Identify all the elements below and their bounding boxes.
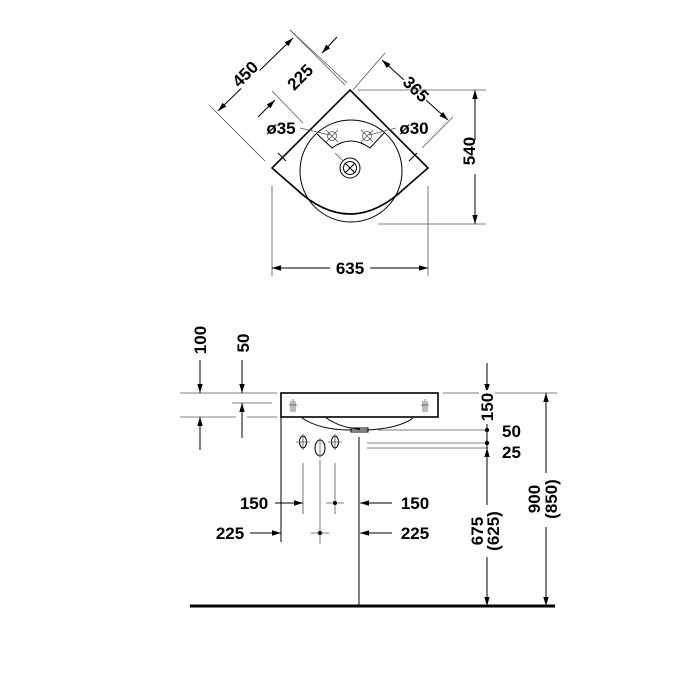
dimension-150-row: 150 150 <box>240 494 429 513</box>
bowl-underside <box>301 417 414 431</box>
dim-label: (850) <box>542 479 561 519</box>
dim-label: 50 <box>234 334 253 353</box>
dim-label: 100 <box>191 326 210 354</box>
tap-symbol-left-icon <box>289 399 297 412</box>
dimension-225-row: 225 225 <box>216 524 429 543</box>
front-view: 100 50 150 150 225 225 150 <box>180 326 563 608</box>
tap-hole-left-icon <box>325 129 339 143</box>
top-view: 450 225 365 540 635 <box>209 29 486 278</box>
bowl-outline <box>299 119 403 223</box>
dim-label: 150 <box>478 393 497 421</box>
dimension-100: 100 <box>191 326 210 450</box>
water-inlet-right-icon <box>328 434 342 450</box>
basin-outline <box>270 88 430 215</box>
dim-label: 900 <box>525 485 544 513</box>
dim-label: 635 <box>336 259 364 278</box>
dim-label: 540 <box>460 137 479 165</box>
tap-symbol-right-icon <box>421 399 429 412</box>
dim-label: 150 <box>401 494 429 513</box>
dimension-635: 635 <box>271 186 429 278</box>
drain-outlet <box>350 427 369 433</box>
dim-label: 225 <box>216 524 244 543</box>
dimension-540: 540 <box>358 89 486 225</box>
dim-label: 25 <box>502 443 521 462</box>
dim-label: 150 <box>240 494 268 513</box>
dim-label: 450 <box>229 58 262 91</box>
dim-label: ø30 <box>399 119 428 138</box>
dim-label: 50 <box>502 422 521 441</box>
dimension-900: 900 (850) <box>525 393 563 606</box>
deck-ticks <box>277 152 418 162</box>
hole-label-left: ø35 <box>266 119 331 138</box>
hole-label-right: ø30 <box>368 119 429 138</box>
deck-notch <box>315 132 385 149</box>
dimension-150-top: 150 50 25 <box>478 363 521 462</box>
drain-icon <box>334 152 361 179</box>
dimension-225: 225 <box>257 29 348 124</box>
dim-label: 225 <box>401 524 429 543</box>
dimension-675: 675 (625) <box>468 448 504 606</box>
dim-label: 225 <box>284 61 317 94</box>
dim-label: 675 <box>468 517 487 545</box>
dim-label: ø35 <box>266 119 295 138</box>
basin-front <box>280 392 439 418</box>
waste-outlet-icon <box>314 438 326 458</box>
dimension-50-left: 50 <box>234 334 253 438</box>
tap-hole-right-icon <box>360 129 374 143</box>
water-inlet-left-icon <box>296 434 310 450</box>
dim-label: (625) <box>484 511 503 551</box>
